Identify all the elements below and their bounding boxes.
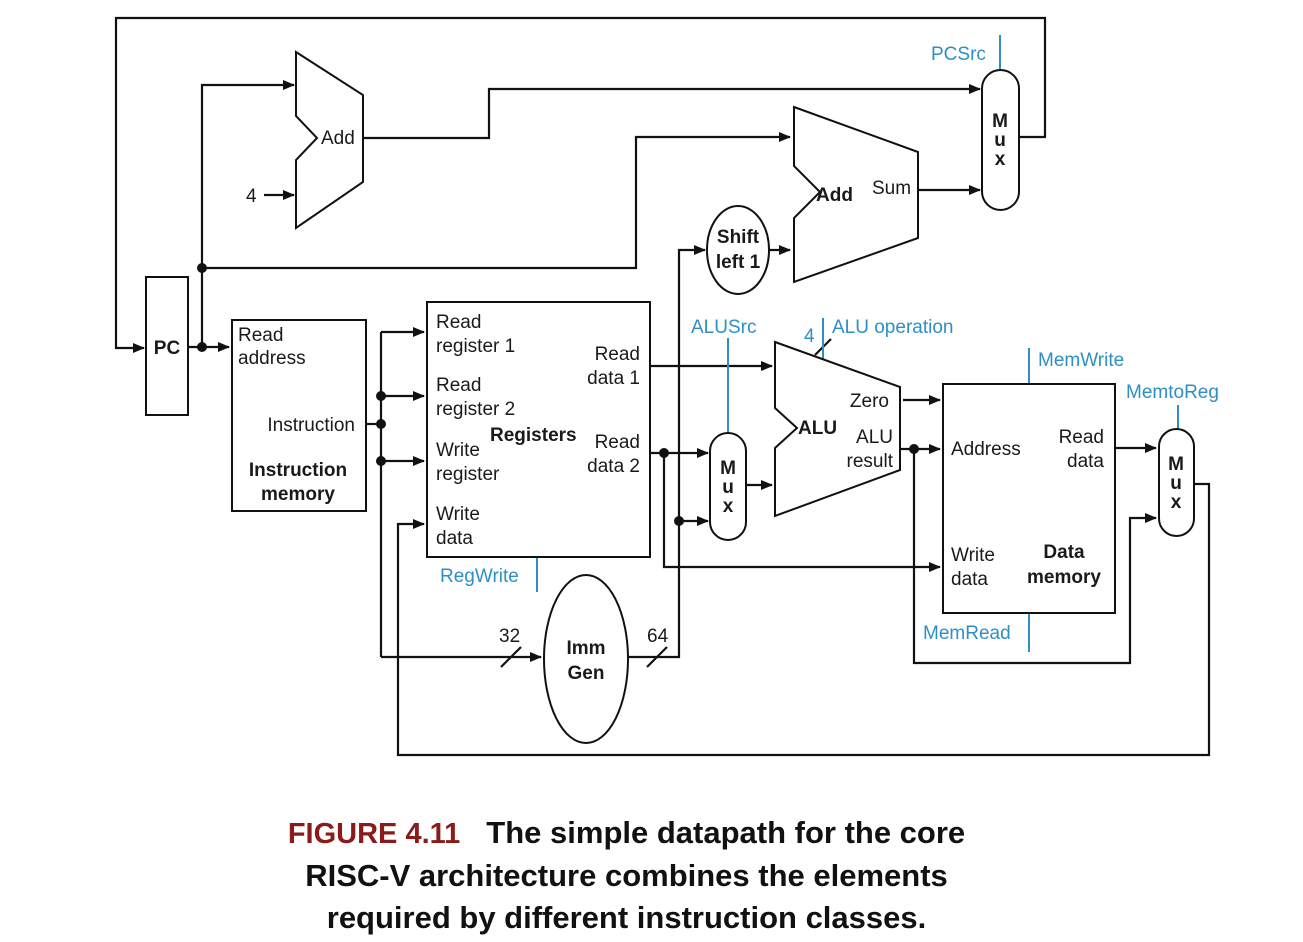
caption-text-1: The simple datapath for the core (486, 815, 966, 850)
mux-u: u (722, 477, 734, 498)
reg-wdata-label-2: data (436, 528, 473, 549)
memread-label: MemRead (923, 623, 1011, 644)
regwrite-label: RegWrite (440, 566, 519, 587)
reg-read2-label-2: register 2 (436, 399, 515, 420)
reg-read1-label: Read (436, 312, 481, 333)
alu-operation-label: ALU operation (832, 317, 953, 338)
imm-label-2: Gen (568, 663, 605, 684)
caption-line-1: FIGURE 4.11 The simple datapath for the c… (0, 812, 1253, 855)
memwrite-label: MemWrite (1038, 350, 1124, 371)
alu-op-width: 4 (804, 326, 815, 347)
caption-line-2: RISC-V architecture combines the element… (305, 858, 948, 893)
reg-rdata1-label-2: data 1 (587, 368, 640, 389)
alusrc-label: ALUSrc (691, 317, 756, 338)
pc-label: PC (154, 338, 181, 359)
imem-address-label: address (238, 348, 306, 369)
mux-x: x (1171, 492, 1182, 513)
mux-x: x (995, 149, 1006, 170)
mux-u: u (1170, 473, 1182, 494)
figure-caption: FIGURE 4.11 The simple datapath for the c… (0, 812, 1253, 939)
branch-adder: Add Sum (793, 105, 919, 284)
alu-result-label: ALU (856, 427, 893, 448)
alu-label: ALU (798, 418, 837, 439)
reg-write-label-2: register (436, 464, 500, 485)
dmem-address-label: Address (951, 439, 1021, 460)
reg-read2-label: Read (436, 375, 481, 396)
alu-zero-label: Zero (850, 391, 889, 412)
reg-rdata2-label-2: data 2 (587, 456, 640, 477)
mux-m: M (992, 111, 1008, 132)
shift-label-2: left 1 (716, 252, 761, 273)
alu-result-label-2: result (847, 451, 894, 472)
imem-title-2: memory (261, 484, 335, 505)
dmem-wdata-label: Write (951, 545, 995, 566)
registers-title: Registers (490, 425, 577, 446)
mux-m: M (1168, 454, 1184, 475)
reg-rdata2-label: Read (595, 432, 640, 453)
memtoreg-mux: M u x (1158, 428, 1195, 537)
imem-read-label: Read (238, 325, 283, 346)
mux-x: x (723, 496, 734, 517)
datapath-diagram: PC Add 4 Add Sum Shift left 1 M u x Read… (114, 16, 1219, 757)
mux-u: u (994, 130, 1006, 151)
pc-register: PC (145, 276, 189, 416)
mux-m: M (720, 458, 736, 479)
imm-in-width: 32 (499, 626, 520, 647)
figure-label: FIGURE 4.11 (287, 818, 461, 850)
imm-out-width: 64 (647, 626, 669, 647)
imem-instruction-label: Instruction (267, 415, 355, 436)
wires (114, 16, 1211, 757)
caption-line-3: required by different instruction classe… (326, 900, 927, 935)
pc-adder-label: Add (321, 128, 355, 149)
alu: ALU Zero ALU result (774, 340, 901, 518)
pcsrc-mux: M u x (981, 69, 1020, 211)
dmem-rdata-label-2: data (1067, 451, 1104, 472)
sum-label: Sum (872, 178, 911, 199)
control-wires (536, 35, 1179, 652)
dmem-title-2: memory (1027, 567, 1101, 588)
reg-read1-label-2: register 1 (436, 336, 515, 357)
dmem-rdata-label: Read (1059, 427, 1104, 448)
data-memory: Address Read data Write data Data memory (942, 383, 1116, 614)
pcsrc-label: PCSrc (931, 44, 986, 65)
shift-left-unit: Shift left 1 (706, 205, 770, 295)
instruction-memory: Read address Instruction Instruction mem… (231, 319, 367, 512)
dmem-title: Data (1043, 542, 1085, 563)
imm-gen: Imm Gen (543, 574, 629, 744)
imm-label: Imm (566, 638, 605, 659)
imem-title: Instruction (249, 460, 347, 481)
dmem-wdata-label-2: data (951, 569, 988, 590)
reg-write-label: Write (436, 440, 480, 461)
pc-adder: Add (295, 50, 364, 230)
register-file: Read register 1 Read register 2 Write re… (426, 301, 651, 558)
constant-four: 4 (246, 186, 257, 207)
reg-rdata1-label: Read (595, 344, 640, 365)
branch-adder-label: Add (816, 185, 853, 206)
memtoreg-label: MemtoReg (1126, 382, 1219, 403)
alusrc-mux: M u x (709, 432, 747, 541)
reg-wdata-label: Write (436, 504, 480, 525)
shift-label: Shift (717, 227, 760, 248)
